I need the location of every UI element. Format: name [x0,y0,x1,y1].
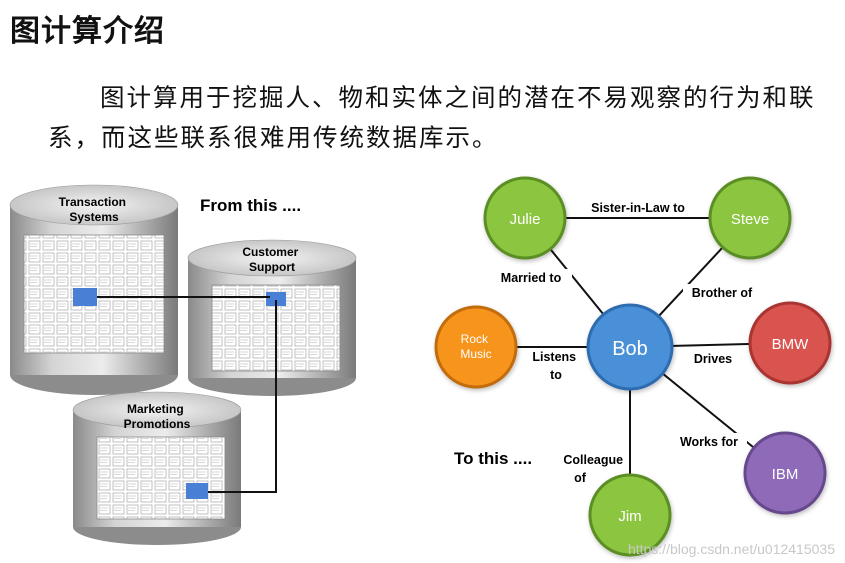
db-label-line: Transaction [59,195,126,209]
db-label: Customer Support [242,245,301,274]
db-connector-line [208,300,277,493]
watermark: https://blog.csdn.net/u012415035 [627,541,835,557]
edge-label-line: Listens [532,350,576,364]
edge-label-line: of [574,471,587,485]
node-bmw [748,301,832,385]
db-label-line: Promotions [124,417,191,431]
edge-label: Brother of [692,286,753,300]
edge-label-line: Colleague [563,453,623,467]
intro-text: 图计算用于挖掘人、物和实体之间的潜在不易观察的行为和联系，而这些联系很难用传统数… [48,83,816,152]
database-transaction-systems [9,184,179,395]
db-label-line: Marketing [127,402,184,416]
node-rock-music [434,305,518,389]
node-julie [483,176,567,260]
node-jim [588,473,672,557]
edge-label-line: to [550,368,562,382]
node-label: IBM [772,466,799,483]
edge-label: Colleague of [563,453,626,485]
node-label-line: Music [460,347,491,361]
db-label-line: Systems [69,210,119,224]
database-marketing-promotions [72,391,242,545]
highlighted-table [266,292,286,306]
node-label-line: Rock [461,332,489,346]
highlighted-table [73,288,97,306]
edge-label: Sister-in-Law to [591,201,685,215]
node-steve [708,176,792,260]
db-label-line: Customer [242,245,298,259]
node-label: BMW [772,336,810,353]
edge-label: Listens to [532,350,579,382]
edge-label: Married to [501,271,562,285]
edge-label: Drives [694,352,732,366]
intro-paragraph: 图计算用于挖掘人、物和实体之间的潜在不易观察的行为和联系，而这些联系很难用传统数… [48,78,838,158]
to-this-label: To this .... [454,449,532,468]
db-label: Transaction Systems [59,195,130,224]
node-ibm [743,431,827,515]
node-label: Jim [618,508,641,525]
node-label: Bob [612,338,648,360]
from-this-label: From this .... [200,196,301,215]
page-title: 图计算介绍 [10,14,165,49]
node-bob [586,303,674,391]
database-customer-support [187,239,357,396]
db-label: Marketing Promotions [124,402,191,431]
highlighted-table [186,483,208,499]
node-label: Julie [510,211,541,228]
db-label-line: Support [249,260,295,274]
schema-thumbnail [96,436,226,520]
node-label: Steve [731,211,769,228]
edge-label: Works for [680,435,738,449]
node-label: Rock Music [460,332,491,361]
